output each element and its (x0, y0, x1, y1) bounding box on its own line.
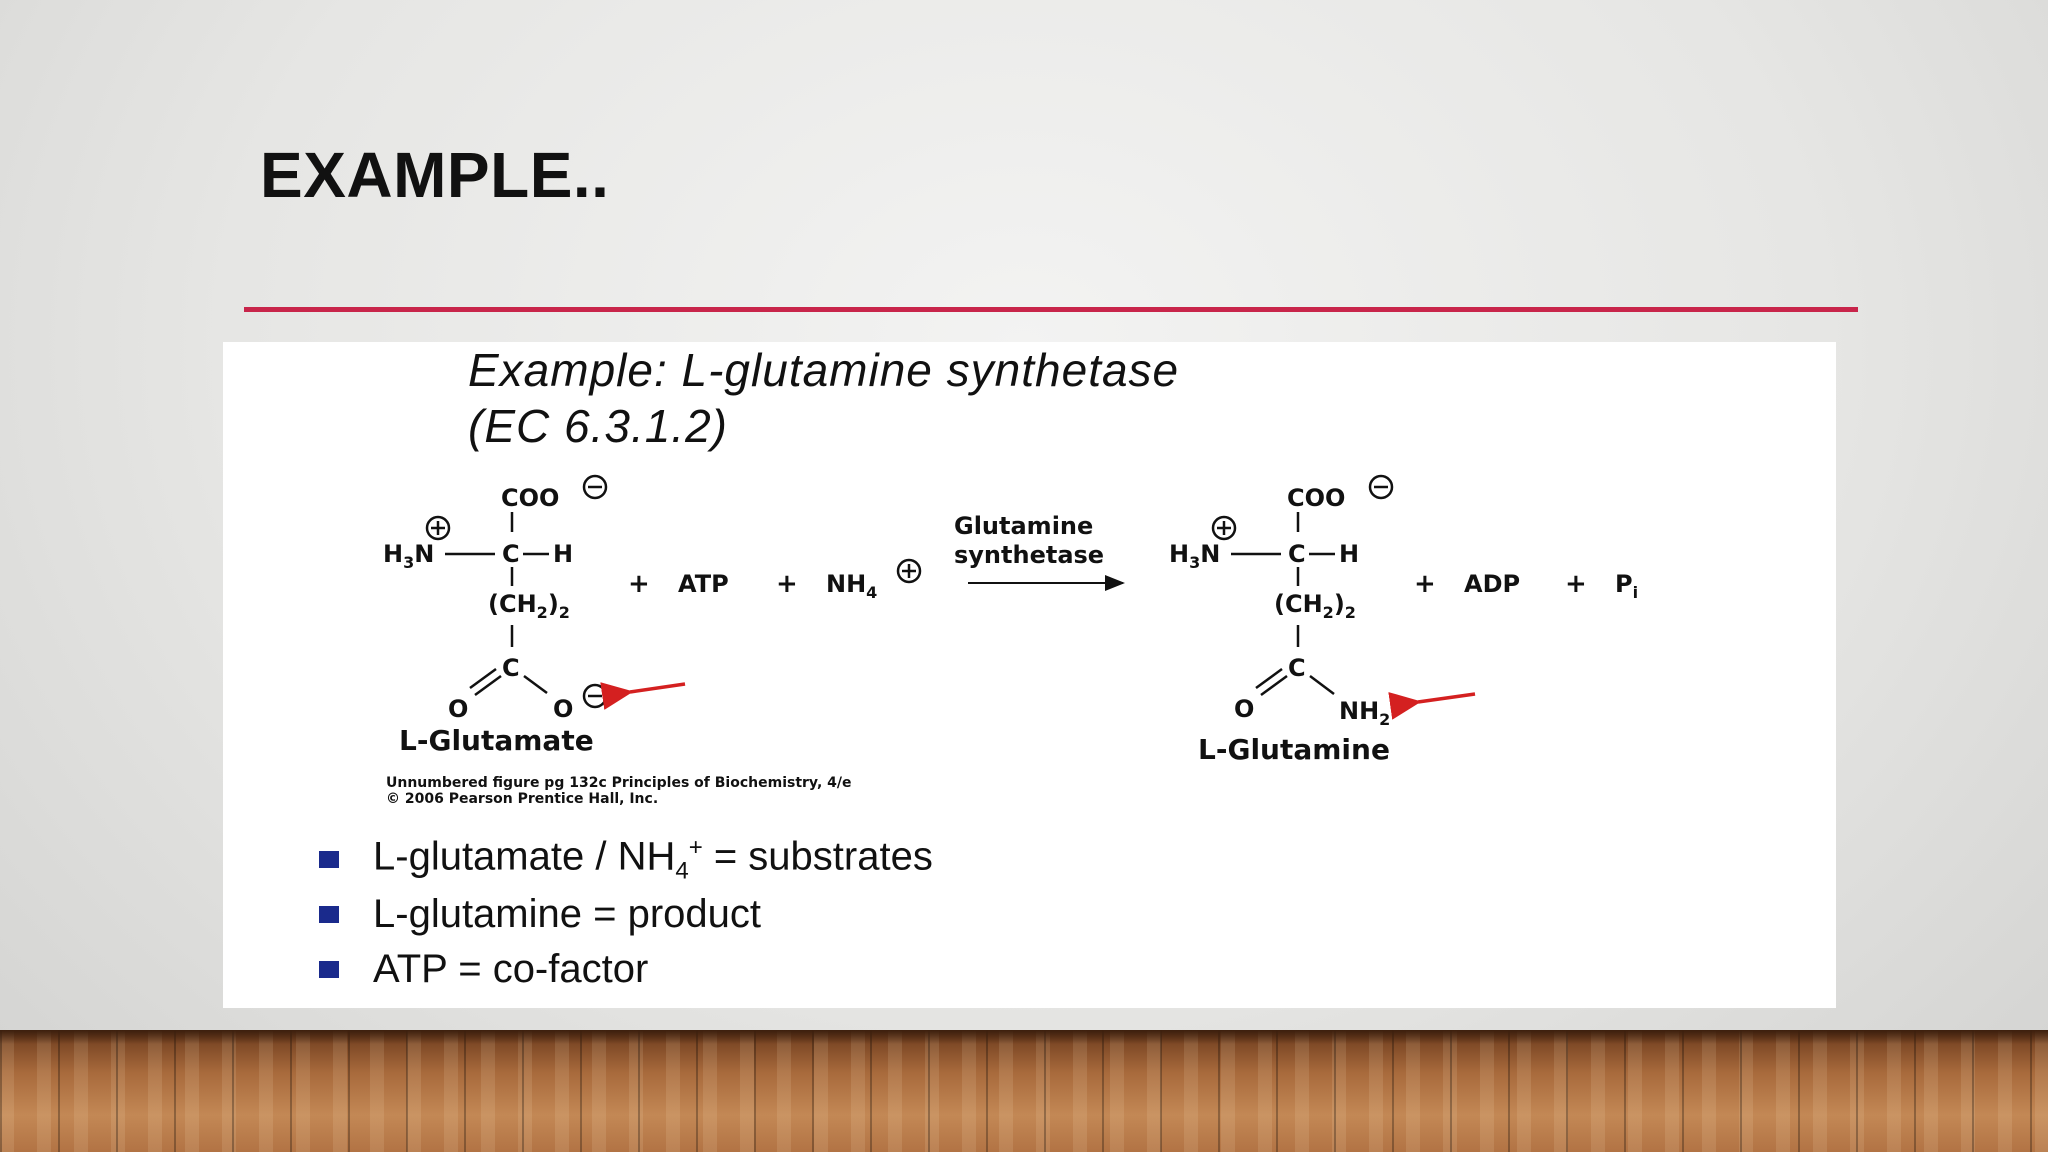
enzyme-label-line2: synthetase (954, 541, 1104, 569)
figure-heading-line1: Example: L-glutamine synthetase (468, 344, 1180, 396)
figure-caption-line2: © 2006 Pearson Prentice Hall, Inc. (386, 791, 658, 807)
floor-shadow (0, 1030, 2048, 1044)
phosphate-label: Pi (1615, 570, 1638, 602)
figure-heading: Example: L-glutamine synthetase (EC 6.3.… (468, 342, 1179, 454)
list-item: L-glutamine = product (319, 887, 933, 942)
glutamine-alpha-carbon: C (1288, 540, 1306, 568)
minus-charge-icon (1368, 474, 1394, 500)
glutamate-carboxyl-o: O (553, 695, 573, 723)
plus-sign: + (1414, 569, 1436, 599)
glutamate-structure: COO H3N C H (CH2)2 C (383, 474, 686, 757)
plus-charge-icon (425, 515, 451, 541)
glutamine-carbonyl-o: O (1234, 695, 1254, 723)
plus-sign: + (1565, 569, 1587, 599)
glutamate-label: L-Glutamate (399, 724, 594, 757)
square-bullet-icon (319, 851, 339, 868)
glutamine-amino-h: H3N (1169, 540, 1220, 572)
glutamine-amide: NH2 (1339, 697, 1390, 729)
list-item: ATP = co-factor (319, 942, 933, 997)
plus-sign: + (776, 569, 798, 599)
glutamine-alpha-h: H (1339, 540, 1359, 568)
glutamine-carbonyl-c: C (1288, 654, 1306, 682)
red-arrow-icon (600, 682, 686, 710)
glutamine-structure: COO H3N C H (CH2)2 C (1169, 474, 1476, 766)
figure-heading-line2: (EC 6.3.1.2) (468, 400, 728, 452)
minus-charge-icon (582, 683, 608, 709)
red-arrow-icon (1388, 692, 1476, 720)
glutamate-amino-h: H3N (383, 540, 434, 572)
reaction-figure: Example: L-glutamine synthetase (EC 6.3.… (223, 342, 1836, 1008)
figure-caption-line1: Unnumbered figure pg 132c Principles of … (386, 775, 852, 791)
glutamate-alpha-carbon: C (502, 540, 520, 568)
reaction-scheme: COO H3N C H (CH2)2 C (383, 474, 1638, 807)
glutamate-carboxylate: COO (501, 484, 559, 512)
square-bullet-icon (319, 961, 339, 978)
adp-label: ADP (1464, 570, 1520, 598)
square-bullet-icon (319, 906, 339, 923)
glutamate-alpha-h: H (553, 540, 573, 568)
glutamate-carbonyl-c: C (502, 654, 520, 682)
glutamate-carbonyl-o: O (448, 695, 468, 723)
plus-charge-icon (1211, 515, 1237, 541)
plus-sign: + (628, 569, 650, 599)
bullet-text: ATP = co-factor (373, 947, 649, 991)
list-item: L-glutamate / NH4+ = substrates (319, 832, 933, 887)
bullet-text: L-glutamine = product (373, 892, 762, 936)
glutamine-chain: (CH2)2 (1274, 590, 1356, 622)
title-divider (244, 307, 1858, 312)
bullet-text: L-glutamate / NH4+ = substrates (373, 833, 933, 885)
bullet-list: L-glutamate / NH4+ = substrates L-glutam… (319, 832, 933, 997)
atp-label: ATP (678, 570, 729, 598)
enzyme-label-line1: Glutamine (954, 512, 1093, 540)
slide-title: EXAMPLE.. (260, 139, 610, 211)
minus-charge-icon (582, 474, 608, 500)
wooden-floor-background (0, 1030, 2048, 1152)
glutamine-label: L-Glutamine (1198, 733, 1390, 766)
glutamine-carboxylate: COO (1287, 484, 1345, 512)
plus-charge-icon (896, 558, 922, 584)
glutamate-chain: (CH2)2 (488, 590, 570, 622)
ammonium-label: NH4 (826, 570, 877, 602)
